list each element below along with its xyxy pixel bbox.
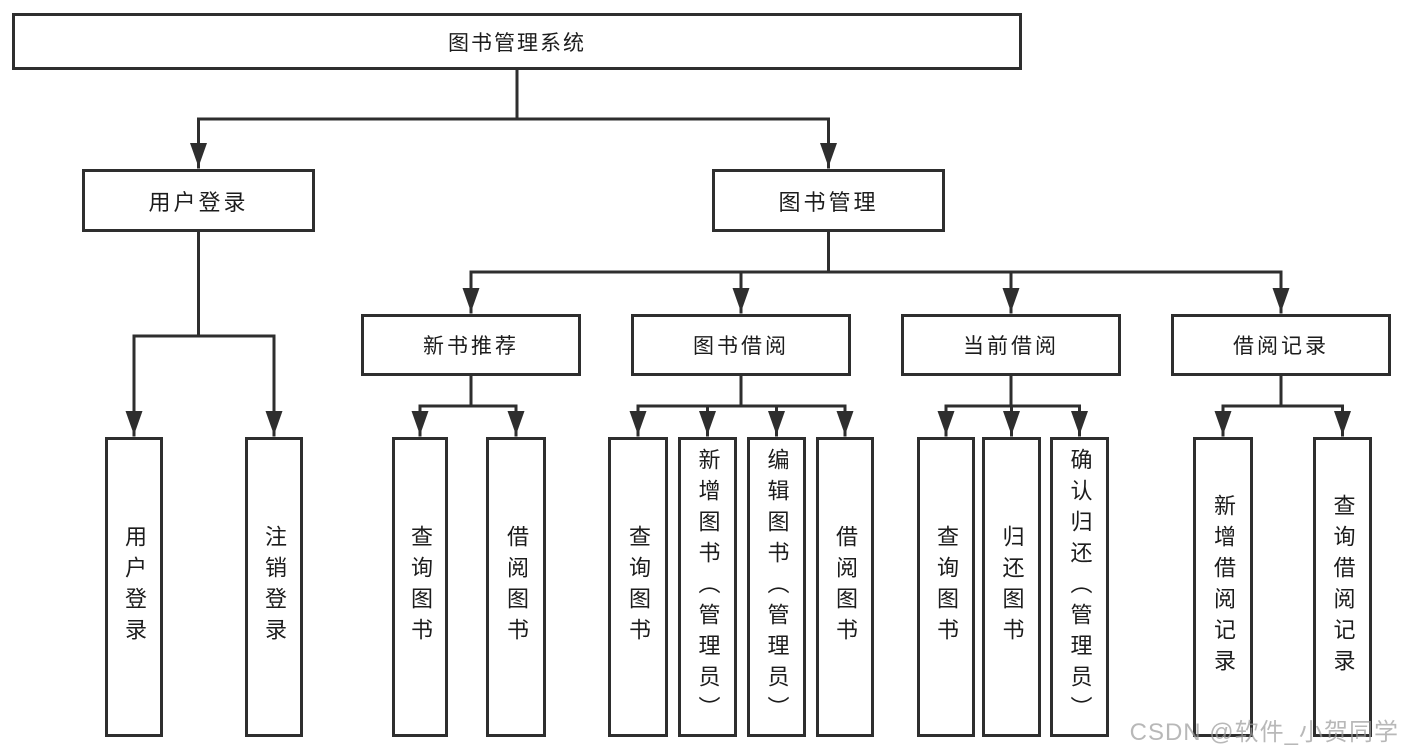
csdn-watermark: CSDN @软件_小贺同学: [1129, 719, 1399, 746]
leaf-return-book: 归还图书: [982, 437, 1041, 737]
leaf-add-borrow-record: 新增借阅记录: [1193, 437, 1253, 737]
leaf-query-books-current: 查询图书: [917, 437, 975, 737]
node-new-book-recommendation: 新书推荐: [361, 314, 581, 376]
leaf-query-books-borrowing: 查询图书: [608, 437, 668, 737]
leaf-borrow-books-recommend: 借阅图书: [486, 437, 546, 737]
leaf-edit-book-admin: 编辑图书（管理员）: [747, 437, 806, 737]
node-root: 图书管理系统: [12, 13, 1022, 70]
node-book-management: 图书管理: [712, 169, 945, 232]
edge-borrowing-records-to-leaves: [1214, 374, 1351, 437]
edge-root-to-level2: [190, 68, 837, 169]
edge-book-management-to-level3: [462, 230, 1290, 314]
leaf-query-books-recommend: 查询图书: [392, 437, 448, 737]
edge-user-login-to-leaves: [125, 230, 283, 437]
leaf-user-login: 用户登录: [105, 437, 163, 737]
node-book-borrowing: 图书借阅: [631, 314, 851, 376]
leaf-add-book-admin: 新增图书（管理员）: [678, 437, 737, 737]
edge-current-borrowing-to-leaves: [937, 374, 1088, 437]
edge-new-book-recommendation-to-leaves: [411, 374, 525, 437]
node-user-login: 用户登录: [82, 169, 315, 232]
leaf-query-borrow-record: 查询借阅记录: [1313, 437, 1372, 737]
leaf-borrow-books-borrowing: 借阅图书: [816, 437, 874, 737]
node-current-borrowing: 当前借阅: [901, 314, 1121, 376]
edge-book-borrowing-to-leaves: [629, 374, 854, 437]
leaf-logout: 注销登录: [245, 437, 303, 737]
leaf-confirm-return-admin: 确认归还（管理员）: [1050, 437, 1109, 737]
node-borrowing-records: 借阅记录: [1171, 314, 1391, 376]
